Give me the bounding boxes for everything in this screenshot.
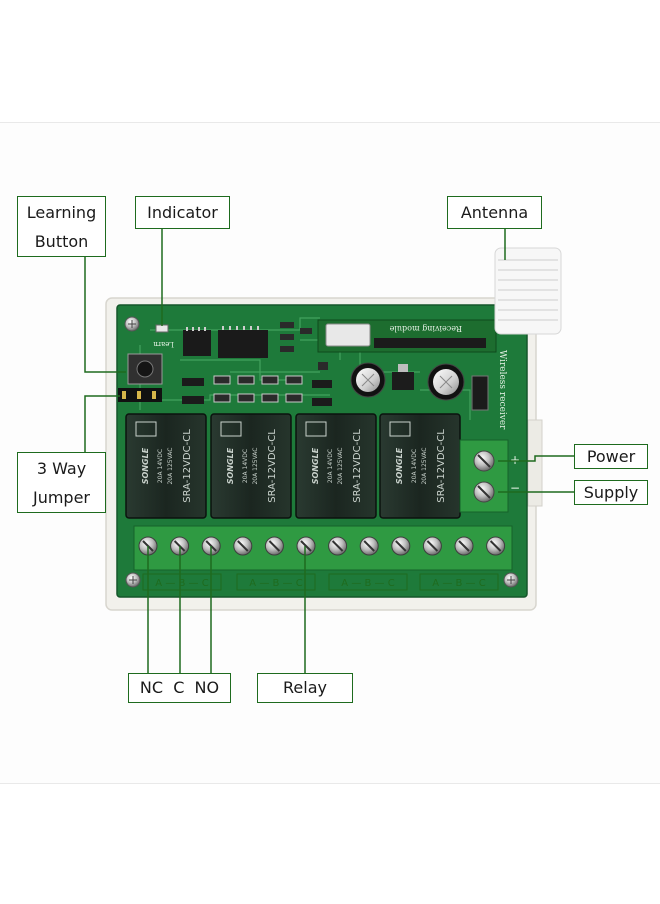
antenna-callout: Antenna (447, 196, 542, 229)
relay-brand: SONGLE (141, 447, 150, 484)
screw-slot (268, 540, 281, 552)
relay-rating-1: 20A 14VDC (242, 449, 249, 483)
leader-lines (84, 228, 575, 675)
relay-rating-1: 20A 14VDC (157, 449, 164, 483)
relay-brand: SONGLE (395, 447, 404, 484)
receiving-module: Receiving module (317, 319, 497, 353)
learn-label: Learn (153, 340, 174, 348)
screw-slot (331, 540, 344, 552)
relay-model: SRA-12VDC-CL (352, 429, 363, 503)
voltage-regulator (392, 364, 414, 390)
screw-slot (237, 540, 249, 552)
screw-slot (300, 540, 312, 552)
terminal-group-label: A — B — C (341, 578, 394, 589)
terminal-group-label: A — B — C (155, 578, 208, 589)
relay-model: SRA-12VDC-CL (436, 429, 447, 503)
screw-slot (395, 540, 407, 552)
wireless-receiver-label: Wireless receiver (497, 350, 507, 430)
relay-brand: SONGLE (226, 447, 235, 484)
minus-mark: − (510, 481, 520, 495)
relay-rating-1: 20A 14VDC (411, 449, 418, 483)
plus-mark: + (510, 453, 520, 467)
screw-slot (458, 540, 470, 552)
receiving-module-label: Receiving module (389, 324, 462, 333)
relay-rating-2: 20A 125VAC (337, 447, 344, 484)
relay-model: SRA-12VDC-CL (182, 429, 193, 503)
supply-callout: Supply (574, 480, 648, 505)
smd-components (182, 322, 332, 406)
three-way-jumper (118, 388, 162, 402)
indicator-led (155, 324, 169, 333)
three-way-jumper-callout-line1: 3 Way (36, 458, 87, 478)
terminal-group-label: A — B — C (249, 578, 302, 589)
power-callout: Power (574, 444, 648, 469)
mounting-screws (124, 316, 519, 588)
electrolytic-capacitor-2 (427, 363, 465, 401)
three-way-jumper-callout: 3 Way Jumper (17, 452, 106, 513)
relay-rating-2: 20A 125VAC (252, 447, 259, 484)
relay-callout: Relay (257, 673, 353, 703)
terminal-labels: A — B — C A — B — C A — B — C A — B — C (142, 573, 499, 591)
terminal-group-frame (328, 573, 408, 591)
terminal-screws (138, 536, 506, 556)
three-way-jumper-callout-line2: Jumper (32, 487, 91, 507)
relay-rating-1: 20A 14VDC (327, 449, 334, 483)
screw-slot (426, 540, 439, 552)
terminal-group-frame (142, 573, 222, 591)
screw-slot (363, 540, 375, 552)
terminal-group-frame (236, 573, 316, 591)
antenna-coil (494, 247, 562, 335)
learning-push-button (127, 353, 163, 385)
screw-slot (489, 540, 502, 552)
diode (471, 375, 489, 411)
learning-button-callout-line2: Button (34, 231, 89, 251)
electrolytic-capacitor-1 (350, 362, 386, 398)
output-terminal-strip (133, 525, 513, 571)
ic-chip-large (218, 330, 268, 358)
terminal-group-label: A — B — C (432, 578, 485, 589)
nc-c-no-callout: NC C NO (128, 673, 231, 703)
indicator-callout: Indicator (135, 196, 230, 229)
relay-rating-2: 20A 125VAC (421, 447, 428, 484)
terminal-group-frame (419, 573, 499, 591)
relay-brand: SONGLE (311, 447, 320, 484)
enclosure-side-tab (527, 419, 543, 507)
relay-model: SRA-12VDC-CL (267, 429, 278, 503)
ic-chip-small (183, 330, 211, 356)
relay-rating-2: 20A 125VAC (167, 447, 174, 484)
power-terminal-block (459, 439, 509, 513)
ic-pins (186, 326, 259, 331)
learning-button-callout: Learning Button (17, 196, 106, 257)
learning-button-callout-line1: Learning (26, 202, 97, 222)
